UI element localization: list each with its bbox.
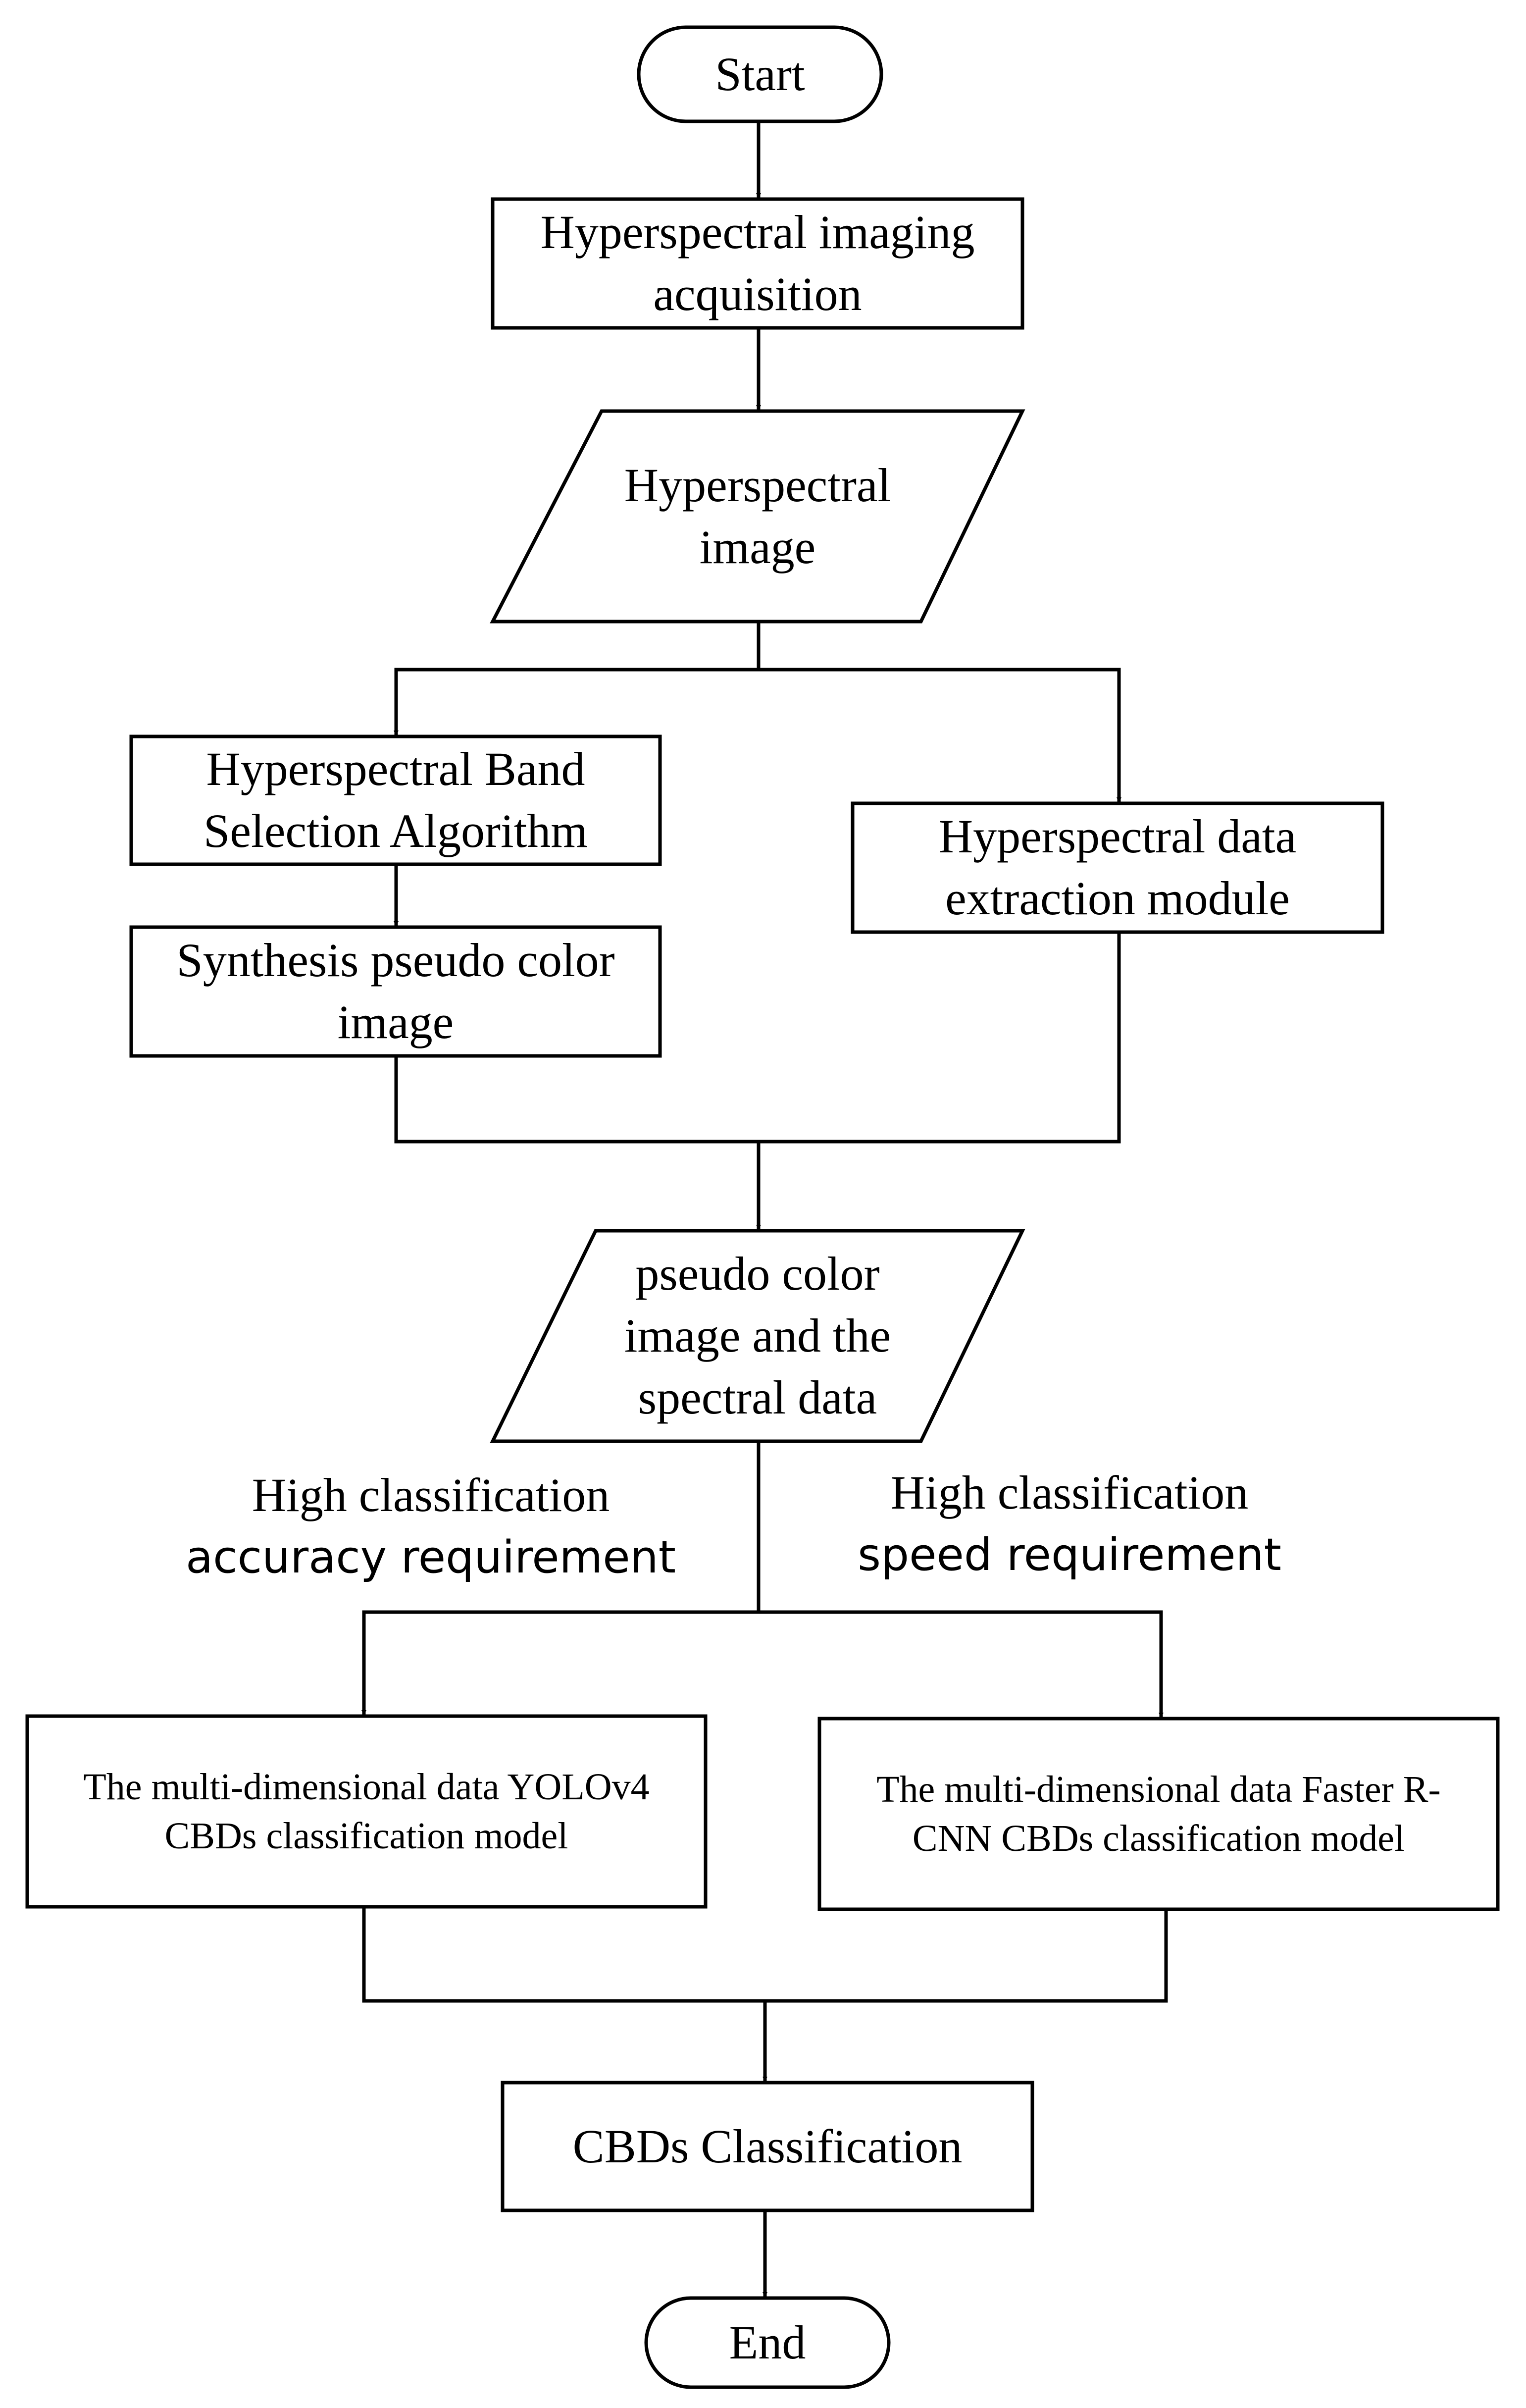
classification-label: CBDs Classification [572, 2119, 963, 2173]
hs-image-data-shape [490, 409, 1025, 624]
data-extraction-label: Hyperspectral data extraction module [938, 810, 1297, 925]
end-terminal-shape [644, 2296, 891, 2389]
faster-rcnn-process-shape [817, 1717, 1500, 1911]
hs-image-label: Hyperspectral image [624, 458, 891, 574]
yolov4-model-label: The multi-dimensional data YOLOv4 CBDs c… [83, 1766, 650, 1857]
combined-data-shape [490, 1229, 1025, 1443]
faster-rcnn-model-label: The multi-dimensional data Faster R- CNN… [876, 1768, 1441, 1859]
combined-data-label: pseudo color image and the spectral data [624, 1247, 891, 1424]
connector-combined-split [361, 1441, 761, 1715]
pseudo-color-label: Synthesis pseudo color image [176, 934, 615, 1048]
connector-image-split [394, 622, 761, 735]
acquisition-label: Hyperspectral imaging acquisition [540, 206, 975, 320]
connector-image-to-extraction [759, 668, 1121, 802]
connector-models-merge [362, 1907, 1168, 2003]
speed-branch-label: High classification speed requirement [858, 1466, 1281, 1581]
end-label: End [729, 2315, 806, 2369]
band-selection-label: Hyperspectral Band Selection Algorithm [203, 742, 588, 857]
accuracy-branch-label: High classification accuracy requirement [186, 1468, 676, 1584]
yolov4-process-shape [25, 1714, 708, 1909]
start-label: Start [715, 47, 805, 101]
classification-process-shape [501, 2081, 1034, 2212]
connector-combined-to-faster-rcnn [759, 1610, 1164, 1718]
